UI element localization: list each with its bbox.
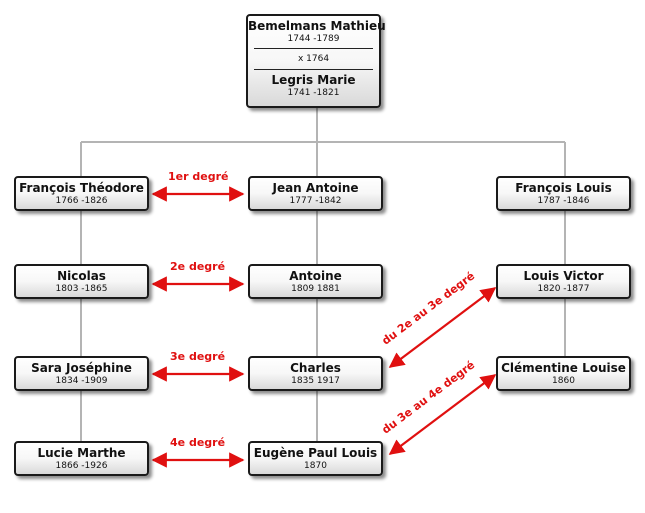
person-dates: 1860 [552, 376, 575, 386]
person-dates: 1766 -1826 [55, 196, 108, 206]
person-dates: 1809 1881 [291, 284, 340, 294]
person-name: Sara Joséphine [31, 361, 132, 375]
root-dates-2: 1741 -1821 [287, 88, 340, 98]
person-box: Clémentine Louise 1860 [496, 356, 631, 391]
degree-label-1: 1er degré [168, 170, 229, 183]
root-dates-1: 1744 -1789 [287, 34, 340, 44]
root-divider-top [254, 48, 373, 49]
person-name: Jean Antoine [272, 181, 359, 195]
person-name: Charles [290, 361, 341, 375]
person-name: Antoine [289, 269, 342, 283]
degree-label-4: 4e degré [170, 436, 226, 449]
root-name-1: Bemelmans Mathieu [248, 19, 386, 33]
person-name: Louis Victor [523, 269, 604, 283]
person-dates: 1803 -1865 [55, 284, 108, 294]
person-box: Sara Joséphine 1834 -1909 [14, 356, 149, 391]
root-marriage: x 1764 [297, 54, 330, 64]
person-dates: 1835 1917 [291, 376, 340, 386]
degree-label-2: 2e degré [170, 260, 226, 273]
person-box: Jean Antoine 1777 -1842 [248, 176, 383, 211]
person-box: Lucie Marthe 1866 -1926 [14, 441, 149, 476]
person-dates: 1787 -1846 [537, 196, 590, 206]
person-name: Clémentine Louise [501, 361, 626, 375]
diagonal-arrow-2 [388, 374, 497, 455]
person-name: François Louis [515, 181, 612, 195]
person-box: Charles 1835 1917 [248, 356, 383, 391]
degree-label-3: 3e degré [170, 350, 226, 363]
person-name: Lucie Marthe [37, 446, 126, 460]
root-name-2: Legris Marie [271, 73, 356, 87]
person-box: Louis Victor 1820 -1877 [496, 264, 631, 299]
person-dates: 1834 -1909 [55, 376, 108, 386]
person-box: Eugène Paul Louis 1870 [248, 441, 383, 476]
person-name: François Théodore [19, 181, 144, 195]
root-couple-box: Bemelmans Mathieu 1744 -1789 x 1764 Legr… [246, 14, 386, 108]
person-box: Nicolas 1803 -1865 [14, 264, 149, 299]
person-box: François Louis 1787 -1846 [496, 176, 631, 211]
person-dates: 1866 -1926 [55, 461, 108, 471]
person-box: François Théodore 1766 -1826 [14, 176, 149, 211]
diagonal-arrow-1 [388, 287, 497, 368]
person-dates: 1870 [304, 461, 327, 471]
person-dates: 1820 -1877 [537, 284, 590, 294]
person-name: Nicolas [57, 269, 106, 283]
person-name: Eugène Paul Louis [253, 446, 378, 460]
root-divider-bottom [254, 69, 373, 70]
person-dates: 1777 -1842 [289, 196, 342, 206]
person-box: Antoine 1809 1881 [248, 264, 383, 299]
